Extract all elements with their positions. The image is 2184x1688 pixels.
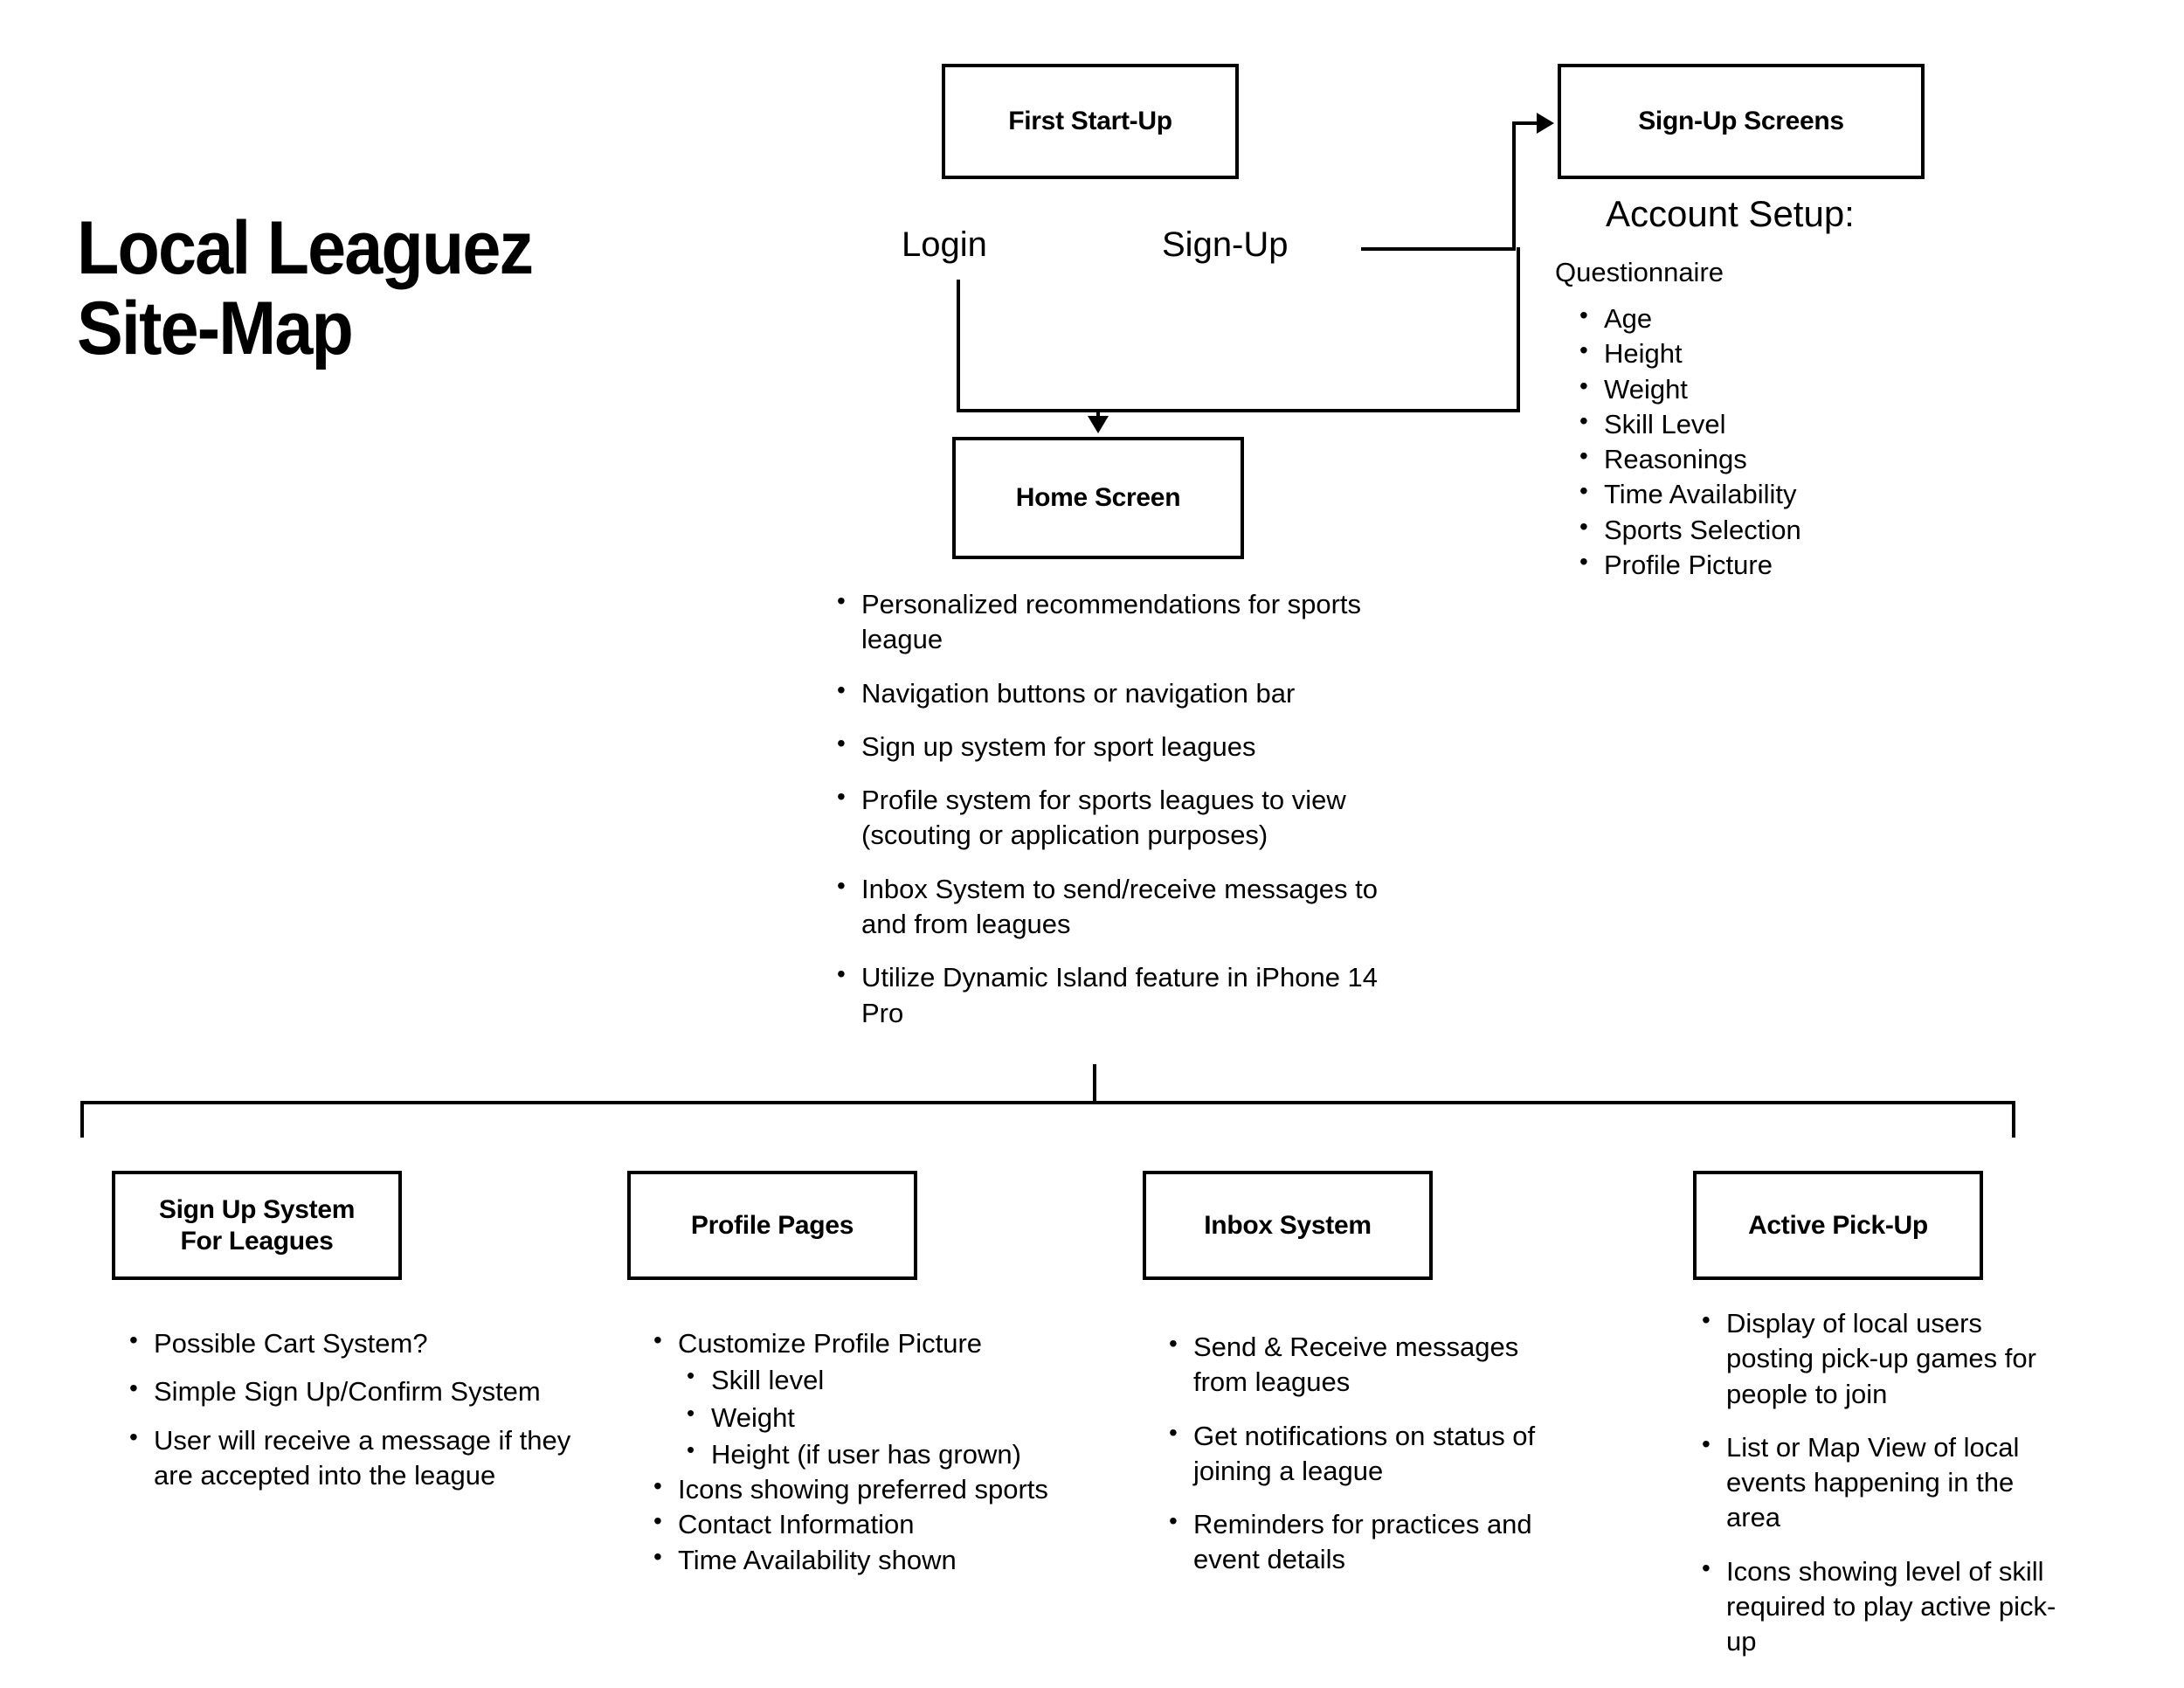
node-profile-pages[interactable]: Profile Pages <box>627 1171 917 1280</box>
list-item: Possible Cart System? <box>122 1325 577 1361</box>
list-item: Reasonings <box>1572 440 2027 477</box>
list-item: Skill level <box>678 1361 1118 1398</box>
connector-login-vertical <box>957 280 960 412</box>
connector-bus-left-stub <box>80 1101 84 1138</box>
connector-bus-stem <box>1093 1064 1096 1104</box>
node-home-screen-label: Home Screen <box>1015 483 1181 512</box>
list-item: List or Map View of local events happeni… <box>1695 1429 2070 1536</box>
connector-login-horizontal <box>957 409 1520 412</box>
list-item: Height <box>1572 335 2027 371</box>
profile-pages-sub-list: Skill level Weight Height (if user has g… <box>678 1361 1118 1472</box>
list-item: Simple Sign Up/Confirm System <box>122 1373 577 1409</box>
list-item: Customize Profile Picture Skill level We… <box>646 1325 1118 1472</box>
arrow-into-home-screen <box>1088 416 1109 433</box>
connector-signup-to-home-bus <box>1517 247 1520 412</box>
flow-label-login: Login <box>902 225 987 264</box>
list-item: Age <box>1572 300 2027 336</box>
list-item: Get notifications on status of joining a… <box>1162 1417 1555 1490</box>
list-item: Display of local users posting pick-up g… <box>1695 1304 2070 1412</box>
home-screen-feature-list: Personalized recommendations for sports … <box>830 585 1389 1049</box>
list-item: Sports Selection <box>1572 511 2027 548</box>
title-line-2: Site-Map <box>77 287 354 371</box>
list-item: User will receive a message if they are … <box>122 1422 577 1494</box>
list-item: Time Availability <box>1572 475 2027 512</box>
node-active-pickup-label: Active Pick-Up <box>1748 1210 1928 1240</box>
node-sign-up-system-label: Sign Up System For Leagues <box>158 1194 356 1256</box>
list-item: Navigation buttons or navigation bar <box>830 675 1389 711</box>
node-active-pickup[interactable]: Active Pick-Up <box>1693 1171 1983 1280</box>
node-first-start-up[interactable]: First Start-Up <box>942 64 1239 179</box>
node-sign-up-system[interactable]: Sign Up System For Leagues <box>112 1171 402 1280</box>
connector-bus-horizontal <box>80 1101 2015 1104</box>
active-pickup-feature-list: Display of local users posting pick-up g… <box>1695 1304 2070 1678</box>
list-item: Time Availability shown <box>646 1541 1118 1578</box>
list-item: Height (if user has grown) <box>678 1435 1118 1472</box>
page-title: Local Leaguez Site-Map <box>77 208 793 369</box>
connector-signup-horizontal <box>1361 247 1516 251</box>
questionnaire-list: Age Height Weight Skill Level Reasonings… <box>1572 300 2027 583</box>
node-inbox-system-label: Inbox System <box>1204 1210 1372 1240</box>
title-line-1: Local Leaguez <box>77 206 534 290</box>
list-item: Weight <box>678 1399 1118 1435</box>
connector-signup-vertical <box>1512 121 1516 251</box>
list-item: Send & Receive messages from leagues <box>1162 1328 1555 1401</box>
list-item: Icons showing preferred sports <box>646 1470 1118 1507</box>
list-item: Skill Level <box>1572 405 2027 442</box>
sign-up-system-feature-list: Possible Cart System? Simple Sign Up/Con… <box>122 1325 577 1506</box>
arrow-into-sign-up-screens <box>1537 113 1554 134</box>
list-item: Icons showing level of skill required to… <box>1695 1553 2070 1660</box>
node-profile-pages-label: Profile Pages <box>690 1210 854 1240</box>
list-item: Utilize Dynamic Island feature in iPhone… <box>830 958 1389 1031</box>
list-item: Weight <box>1572 370 2027 407</box>
flow-label-signup: Sign-Up <box>1162 225 1289 264</box>
node-sign-up-screens[interactable]: Sign-Up Screens <box>1558 64 1925 179</box>
list-item: Sign up system for sport leagues <box>830 728 1389 764</box>
inbox-system-feature-list: Send & Receive messages from leagues Get… <box>1162 1328 1555 1596</box>
node-sign-up-screens-label: Sign-Up Screens <box>1638 107 1844 135</box>
node-home-screen[interactable]: Home Screen <box>952 437 1244 559</box>
profile-pages-feature-list: Customize Profile Picture Skill level We… <box>646 1325 1118 1578</box>
list-item: Reminders for practices and event detail… <box>1162 1505 1555 1578</box>
connector-signup-arm <box>1512 121 1538 125</box>
node-first-start-up-label: First Start-Up <box>1008 107 1172 135</box>
questionnaire-subheading: Questionnaire <box>1555 257 1724 287</box>
list-item: Profile Picture <box>1572 546 2027 583</box>
list-item: Contact Information <box>646 1505 1118 1542</box>
list-item: Profile system for sports leagues to vie… <box>830 781 1389 854</box>
connector-bus-right-stub <box>2012 1101 2015 1138</box>
account-setup-heading: Account Setup: <box>1606 193 1855 234</box>
list-item: Inbox System to send/receive messages to… <box>830 870 1389 943</box>
list-item: Personalized recommendations for sports … <box>830 585 1389 658</box>
node-inbox-system[interactable]: Inbox System <box>1143 1171 1433 1280</box>
